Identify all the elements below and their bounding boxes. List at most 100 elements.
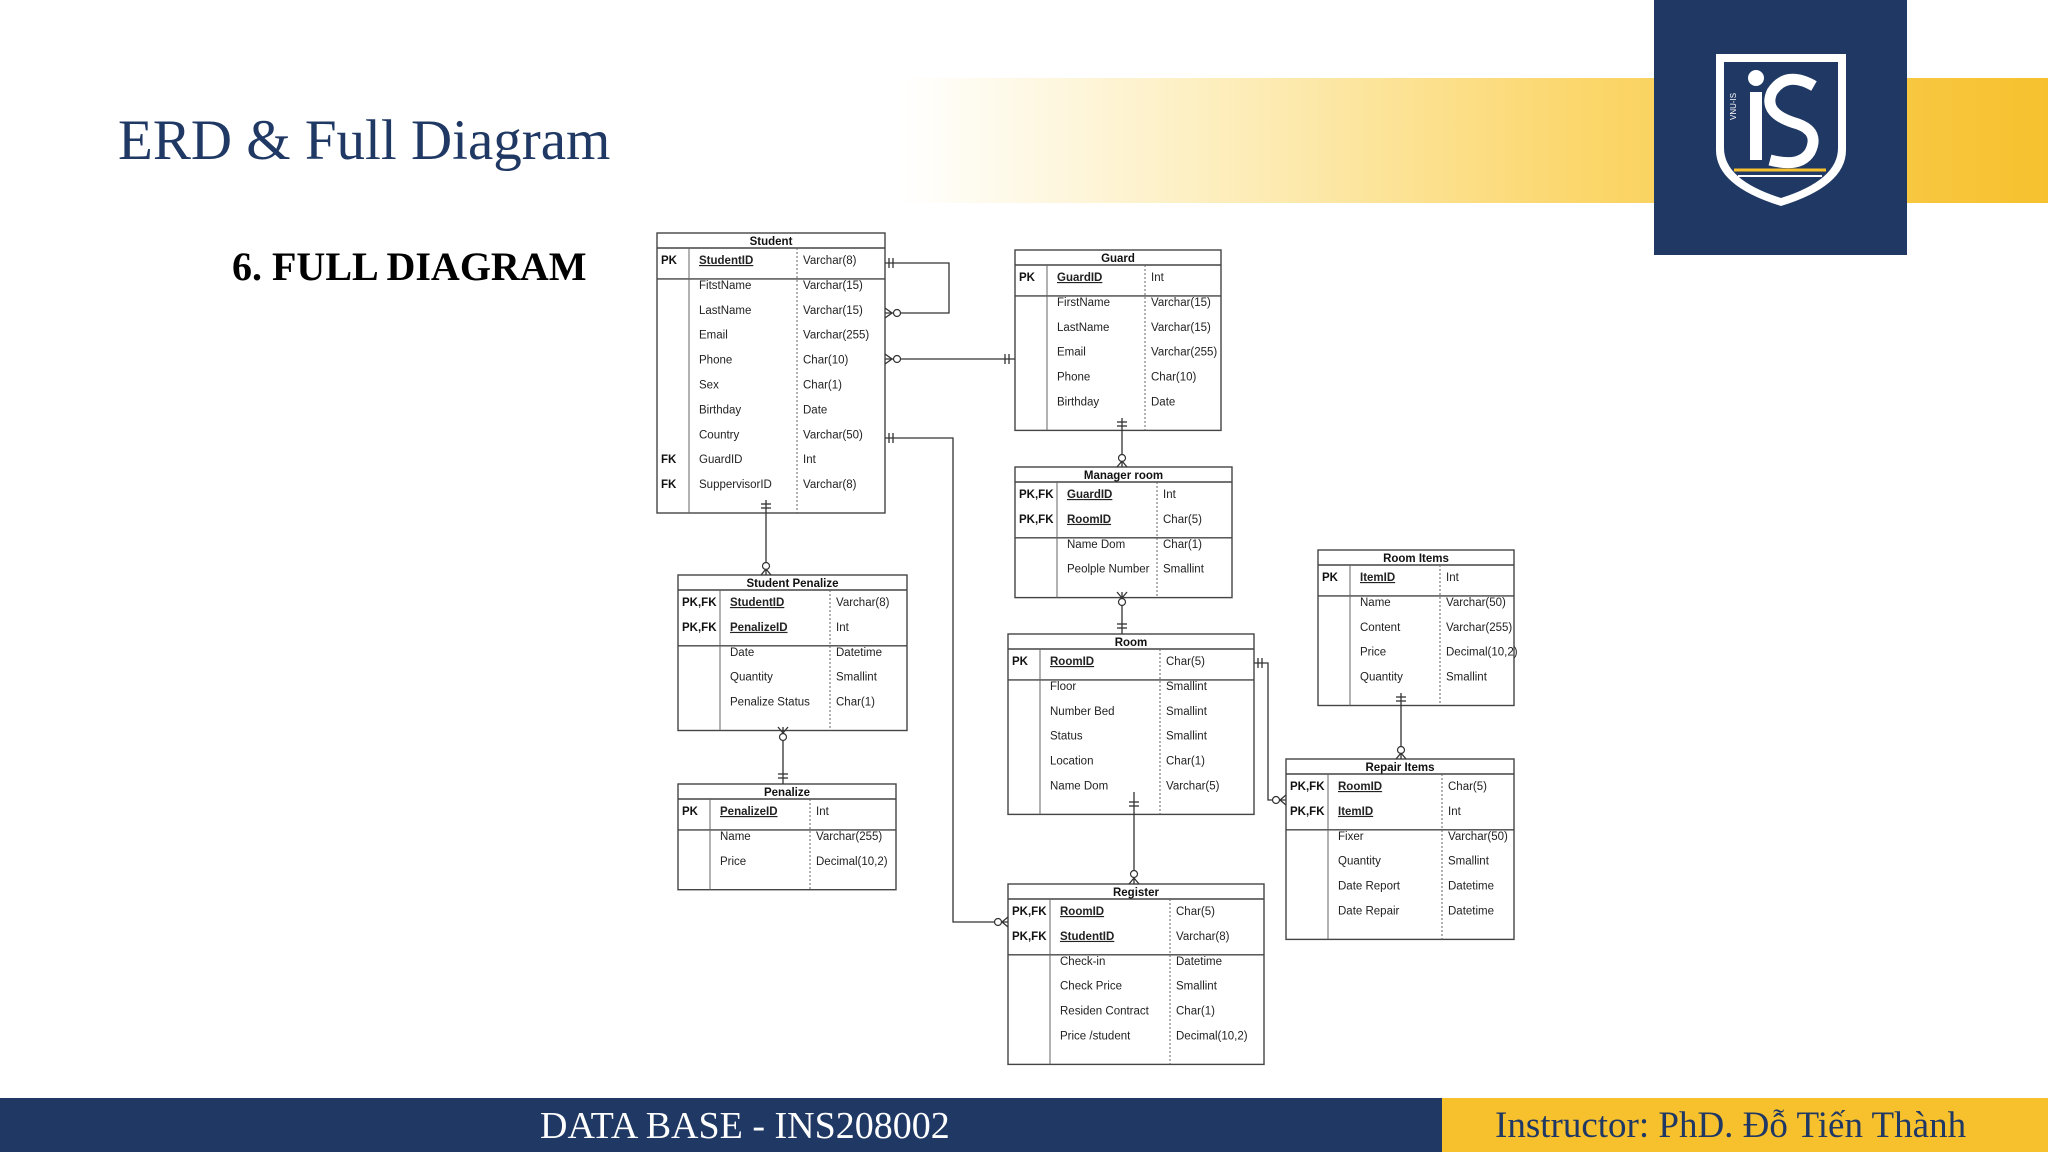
university-logo: VNU-IS [1654,0,1907,255]
field-name: RoomID [1060,906,1104,918]
field-name: Status [1050,731,1083,743]
entity-box [1317,549,1515,707]
cardinality-mark [1133,877,1140,885]
field-name: Date Report [1338,881,1401,893]
field-type: Char(10) [1151,372,1197,384]
field-type: Varchar(50) [1448,831,1508,843]
field-key: PK,FK [1019,514,1054,526]
field-type: Char(10) [803,355,849,367]
entity-title: Student [750,236,793,248]
field-key: PK,FK [1012,906,1047,918]
cardinality-mark [765,568,772,576]
entity-box [1014,466,1233,599]
cardinality-mark [1116,460,1123,468]
footer-course-text: DATA BASE - INS208002 [540,1105,950,1147]
cardinality-mark [761,561,771,571]
footer-course-bar [0,1098,1442,1152]
entity-title: Room Items [1383,553,1449,565]
cardinality-mark [782,726,789,734]
entity-box [677,783,897,891]
field-type: Int [1446,572,1460,584]
field-name: Fixer [1338,831,1364,843]
field-type: Varchar(8) [803,479,857,491]
field-type: Varchar(8) [803,255,857,267]
field-name: Email [1057,347,1086,359]
field-type: Varchar(15) [1151,322,1211,334]
field-name: Quantity [1360,672,1403,684]
cardinality-mark [1117,597,1127,607]
field-type: Int [1163,489,1177,501]
cardinality-mark [884,358,893,365]
field-type: Varchar(50) [803,429,863,441]
field-name: Sex [699,380,719,392]
field-name: LastName [699,305,751,317]
entity-title: Guard [1101,253,1135,265]
cardinality-mark [884,312,893,319]
field-name: RoomID [1338,781,1382,793]
field-name: Price /student [1060,1031,1131,1043]
field-type: Date [803,404,827,416]
field-type: Decimal(10,2) [1446,647,1518,659]
field-key: PK,FK [1290,781,1325,793]
cardinality-mark [892,354,902,364]
field-name: FitstName [699,280,751,292]
field-type: Varchar(255) [1151,347,1217,359]
field-name: Penalize Status [730,697,810,709]
field-name: Residen Contract [1060,1006,1150,1018]
field-type: Datetime [1448,881,1494,893]
field-type: Smallint [836,672,878,684]
field-type: Smallint [1166,731,1208,743]
field-name: Email [699,330,728,342]
field-key: FK [661,454,677,466]
cardinality-mark [1129,869,1139,879]
field-type: Date [1151,397,1175,409]
field-type: Smallint [1446,672,1488,684]
entity-title: Student Penalize [746,578,838,590]
entity-box [656,232,886,514]
entity-box [1007,883,1265,1066]
field-name: RoomID [1050,656,1094,668]
cardinality-mark [1117,453,1127,463]
relationship-line [1254,662,1286,801]
field-key: PK,FK [682,597,717,609]
field-name: SuppervisorID [699,479,772,491]
cardinality-mark [884,353,893,360]
field-key: PK [1019,272,1036,284]
field-type: Varchar(15) [1151,297,1211,309]
field-type: Varchar(8) [1176,931,1230,943]
field-name: Price [1360,647,1386,659]
field-name: StudentID [730,597,784,609]
field-name: Name [1360,597,1391,609]
field-type: Smallint [1163,564,1205,576]
field-type: Char(1) [803,380,842,392]
cardinality-mark [1279,799,1287,806]
field-type: Char(1) [836,697,875,709]
field-type: Int [1151,272,1165,284]
entity-title: Manager room [1084,470,1163,482]
cardinality-mark [1395,752,1402,760]
cardinality-mark [1121,591,1128,599]
field-name: Date [730,647,754,659]
cardinality-mark [778,732,788,742]
field-type: Char(1) [1163,539,1202,551]
cardinality-mark [1400,752,1407,760]
field-name: PenalizeID [730,622,788,634]
field-name: Check-in [1060,956,1105,968]
entity-title: Room [1115,637,1148,649]
field-name: Name Dom [1067,539,1125,551]
field-key: PK [1012,656,1029,668]
entity-title: Register [1113,887,1160,899]
field-type: Char(5) [1163,514,1202,526]
entity-box [1285,758,1515,941]
field-name: Name Dom [1050,781,1108,793]
field-name: Quantity [1338,856,1381,868]
cardinality-mark [993,917,1003,927]
field-name: Phone [1057,372,1090,384]
